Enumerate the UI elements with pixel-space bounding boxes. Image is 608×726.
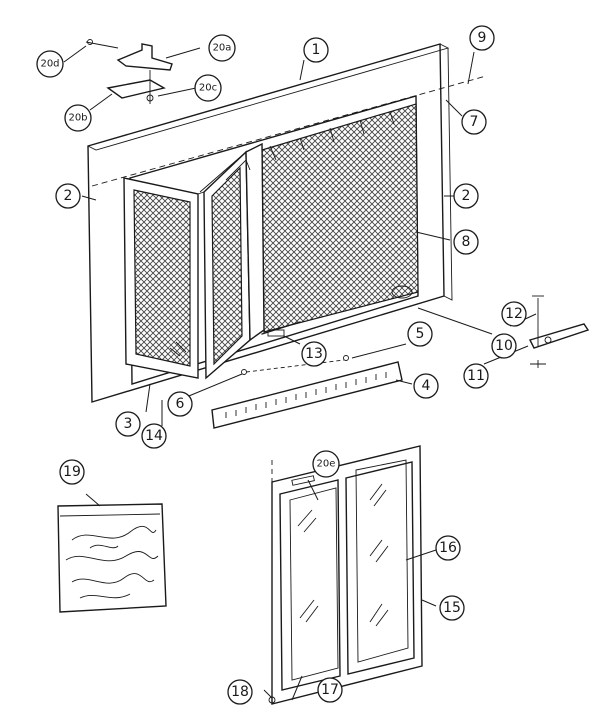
callout-7: 7: [461, 109, 487, 135]
svg-text:5: 5: [416, 326, 425, 342]
callout-20e: 20e: [312, 450, 340, 478]
callout-3: 3: [115, 411, 141, 437]
mesh-screen: [261, 95, 419, 333]
svg-text:16: 16: [439, 540, 457, 556]
callout-19: 19: [59, 459, 85, 485]
svg-text:18: 18: [231, 684, 249, 700]
svg-text:20d: 20d: [40, 59, 59, 70]
svg-text:1: 1: [312, 42, 321, 58]
callout-17: 17: [317, 677, 343, 703]
callout-6: 6: [167, 391, 193, 417]
svg-text:14: 14: [145, 428, 163, 444]
callout-20d: 20d: [36, 50, 64, 78]
hardware-bag: [57, 503, 167, 613]
folding-screen-doors: [123, 142, 301, 380]
callout-8: 8: [453, 229, 479, 255]
callout-14: 14: [141, 423, 167, 449]
svg-text:20b: 20b: [68, 113, 87, 124]
callout-4: 4: [413, 373, 439, 399]
svg-text:20e: 20e: [317, 459, 336, 470]
svg-text:20a: 20a: [213, 43, 232, 54]
svg-text:11: 11: [467, 368, 485, 384]
svg-text:8: 8: [462, 234, 471, 250]
svg-text:7: 7: [470, 114, 479, 130]
glass-door-assembly: [268, 445, 423, 705]
svg-text:17: 17: [321, 682, 339, 698]
callout-20a: 20a: [208, 34, 236, 62]
svg-text:9: 9: [478, 30, 487, 46]
top-bracket-parts: [85, 39, 173, 104]
svg-text:15: 15: [443, 600, 461, 616]
callout-2-right: 2: [453, 183, 479, 209]
svg-text:6: 6: [176, 396, 185, 412]
callout-2-left: 2: [55, 183, 81, 209]
side-bracket-parts: [529, 295, 590, 368]
svg-text:2: 2: [462, 188, 471, 204]
svg-text:3: 3: [124, 416, 133, 432]
svg-text:2: 2: [64, 188, 73, 204]
callout-16: 16: [435, 535, 461, 561]
callout-20b: 20b: [64, 104, 92, 132]
svg-text:4: 4: [422, 378, 431, 394]
callout-18: 18: [227, 679, 253, 705]
svg-text:13: 13: [305, 346, 323, 362]
svg-text:19: 19: [63, 464, 81, 480]
callout-5: 5: [407, 321, 433, 347]
callout-1: 1: [303, 37, 329, 63]
callout-20c: 20c: [194, 74, 222, 102]
callout-9: 9: [469, 25, 495, 51]
callout-13: 13: [301, 341, 327, 367]
callout-10: 10: [491, 333, 517, 359]
callout-11: 11: [463, 363, 489, 389]
bottom-vent-strip: [211, 355, 403, 429]
svg-text:10: 10: [495, 338, 513, 354]
callout-12: 12: [501, 301, 527, 327]
svg-text:20c: 20c: [199, 83, 217, 94]
callout-leaders: [63, 45, 537, 701]
callout-15: 15: [439, 595, 465, 621]
svg-text:12: 12: [505, 306, 523, 322]
